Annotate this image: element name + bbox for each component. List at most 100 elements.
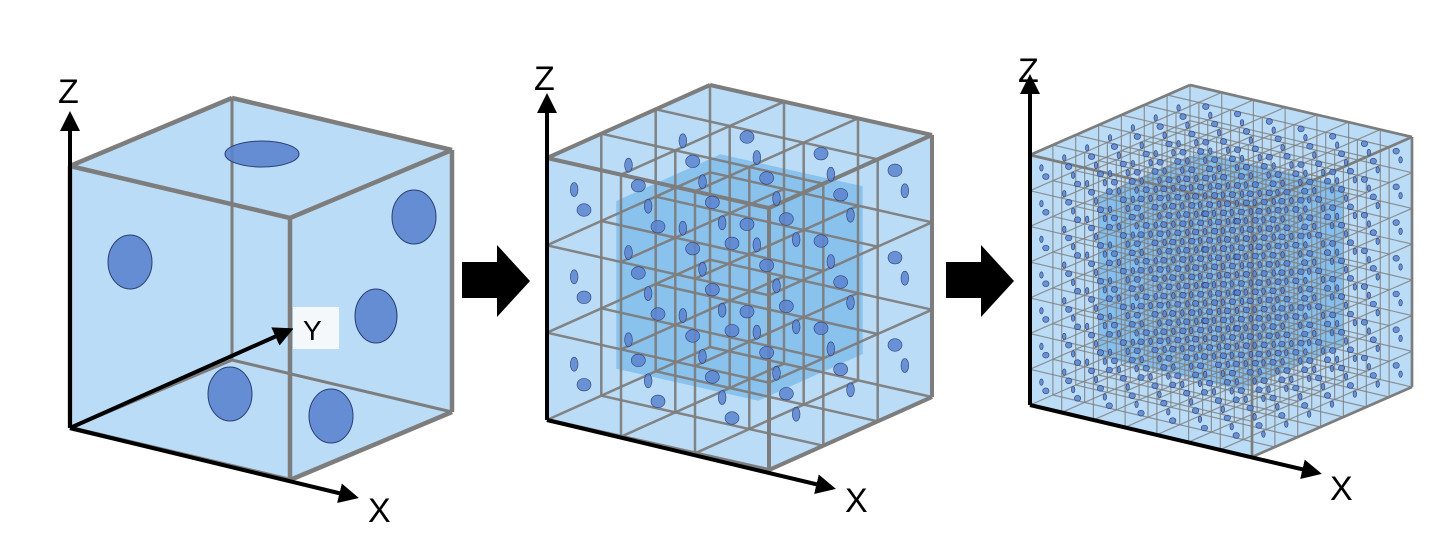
cell-dot [1096, 206, 1104, 213]
cell-dot [1093, 268, 1099, 276]
cell-dot [1176, 104, 1181, 112]
cell-dot [1148, 194, 1153, 202]
cell-dot [1183, 318, 1191, 325]
cell-dot [1074, 180, 1082, 188]
cell-dot [1211, 335, 1219, 342]
cell-dot [1283, 367, 1291, 374]
cell-dot [1248, 315, 1253, 323]
cell-dot [1298, 357, 1303, 365]
cell-dot [1266, 278, 1271, 286]
cell-dot [1169, 381, 1177, 389]
cell-dot [1156, 123, 1164, 130]
cell-dot [1242, 235, 1250, 242]
cell-dots [1039, 103, 1403, 439]
cell-dot [1189, 326, 1194, 334]
cell-dot [1153, 328, 1158, 336]
cell-dot [1284, 384, 1289, 392]
cell-dot [1237, 387, 1245, 394]
cell-dot [1211, 263, 1219, 271]
cell-dot [1151, 382, 1159, 389]
cell-dot [1329, 186, 1335, 194]
cell-dot [1315, 160, 1323, 167]
cell-dot [1237, 173, 1245, 180]
cell-dot [1214, 254, 1222, 261]
cell-dot [739, 130, 755, 144]
cell-dot [1289, 268, 1294, 276]
cell-dot [772, 365, 781, 381]
cell-dot [1217, 272, 1222, 280]
cell-dot [1110, 357, 1118, 365]
x-axis-label: X [845, 482, 868, 520]
cell-dot [1102, 286, 1107, 294]
cell-dot [1134, 186, 1139, 194]
cell-dot [1255, 207, 1263, 215]
cell-dot [1217, 236, 1222, 244]
cell-dot [1166, 301, 1171, 309]
cell-dot [570, 356, 579, 372]
cell-dot [1085, 180, 1090, 188]
grid-line [601, 132, 824, 185]
cell-dot [1225, 253, 1231, 261]
cell-dot [1220, 245, 1228, 252]
cell-dot [1162, 131, 1167, 139]
cell-dot [1074, 287, 1082, 295]
cell-dot [1324, 177, 1332, 185]
cell-dot [1398, 299, 1403, 307]
cell-dot [1107, 241, 1113, 249]
cell-dot [1148, 266, 1153, 274]
cell-dot [1116, 258, 1121, 266]
cell-dot [1183, 247, 1191, 254]
cell-dot [1197, 272, 1203, 280]
cell-dot [1062, 297, 1067, 305]
cell-dot [1176, 140, 1181, 148]
cell-dot [1096, 277, 1104, 285]
cell-dot [1265, 225, 1273, 232]
cell-dot [1352, 283, 1357, 291]
cell-dot [1171, 184, 1176, 192]
cell-dot [1303, 169, 1308, 177]
cell-dot [1214, 361, 1222, 369]
cell-dot [1229, 208, 1234, 216]
cell-dot [1248, 136, 1253, 144]
cell-dot [1265, 296, 1273, 304]
cell-dot [1243, 324, 1248, 332]
cell-dot [1042, 244, 1050, 252]
cell-dot [1169, 310, 1177, 317]
cell-dot [1148, 159, 1153, 167]
cell-dot [1366, 148, 1371, 156]
cell-dot [1366, 363, 1371, 371]
cell-dot [1062, 261, 1067, 269]
cell-dot [1174, 158, 1182, 165]
cell-dot [1346, 382, 1354, 389]
cell-dot [1242, 306, 1250, 314]
cell-dot [1189, 219, 1194, 227]
cell-dot [624, 332, 633, 348]
cell-dot [1156, 337, 1164, 345]
cell-dot [1174, 336, 1182, 344]
cell-dot [1217, 200, 1222, 208]
cell-dot [1266, 171, 1271, 179]
cell-dot [1165, 247, 1173, 255]
grid-line [546, 244, 770, 297]
cell-dot [1283, 331, 1291, 339]
cell-dot [1171, 256, 1176, 264]
cell-dot [1375, 273, 1380, 281]
cell-dot [1039, 378, 1044, 386]
cell-dot [1200, 389, 1208, 396]
cube-face-dots [107, 140, 437, 444]
cell-dot [1203, 192, 1208, 200]
cell-dot [1225, 146, 1231, 154]
cell-dot [1174, 229, 1182, 237]
cell-dot [1298, 286, 1303, 294]
cell-dot [1202, 103, 1210, 110]
cell-dot [1206, 201, 1214, 208]
cell-dot [1160, 221, 1168, 228]
cell-dot [1301, 366, 1309, 373]
cell-dot [1324, 249, 1332, 256]
cell-dot [1366, 220, 1371, 228]
cell-dot [1398, 334, 1403, 342]
fine-subdivided-cube [1028, 83, 1414, 459]
cell-dot [1088, 367, 1096, 375]
cell-dot [1346, 167, 1354, 175]
